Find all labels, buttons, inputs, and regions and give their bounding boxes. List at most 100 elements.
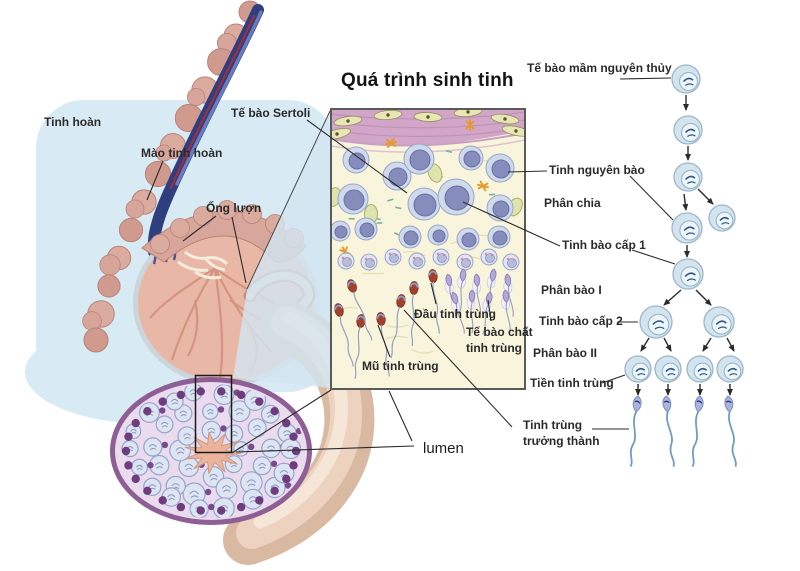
label-primary-spermatocyte: Tinh bào cấp 1 bbox=[562, 238, 646, 252]
tubule-cell bbox=[131, 458, 154, 476]
panel-sperm bbox=[428, 269, 440, 334]
flow-germ-cell bbox=[671, 212, 703, 244]
elongating-spermatid bbox=[472, 273, 482, 317]
flow-germ-cell bbox=[673, 115, 703, 145]
peripheral-nucleus-dot bbox=[121, 446, 131, 456]
epididymis-lump bbox=[118, 217, 144, 243]
elongating-spermatid bbox=[451, 291, 465, 334]
sperm-cytoplasm-pointer bbox=[487, 299, 492, 322]
tubule-cell bbox=[177, 426, 197, 446]
peripheral-nucleus-dot bbox=[255, 397, 264, 406]
spermatid-cell bbox=[456, 253, 474, 271]
tubule-pointer-a bbox=[182, 215, 217, 242]
epididymis-lump bbox=[97, 274, 121, 298]
peripheral-nucleus-dot bbox=[124, 432, 133, 441]
spermatocyte1-pointer-right bbox=[631, 249, 676, 265]
spermatid-cell bbox=[337, 252, 355, 270]
label-epididymis: Mào tinh hoàn bbox=[141, 146, 223, 160]
epididymis-pointer bbox=[146, 160, 164, 201]
germinal-cell bbox=[458, 145, 484, 171]
peripheral-nucleus-dot bbox=[131, 474, 140, 484]
histology-panel bbox=[330, 108, 526, 390]
myoid-cell bbox=[490, 113, 520, 125]
tubule-pointer-b bbox=[231, 216, 247, 284]
spermatid-cell bbox=[384, 248, 402, 266]
germinal-cell bbox=[331, 220, 351, 242]
label-sperm-head: Đầu tinh trùng bbox=[414, 307, 496, 321]
sperm-cap-pointer bbox=[377, 324, 391, 358]
sperm-head-pointer bbox=[430, 282, 437, 305]
peripheral-nucleus-dot bbox=[158, 496, 167, 505]
spermatogonium-pointer-right bbox=[629, 175, 674, 221]
peripheral-nucleus-dot bbox=[158, 397, 167, 406]
label-spermatogonium: Tinh nguyên bào bbox=[549, 163, 645, 177]
myoid-cell bbox=[333, 115, 363, 127]
germinal-cell bbox=[407, 187, 441, 221]
flow-germ-cell bbox=[716, 355, 744, 383]
mature-sperm-pointer-left bbox=[403, 309, 513, 428]
spermatid-cell bbox=[480, 248, 498, 266]
label-primordial-germ-cell: Tế bào mầm nguyên thủy bbox=[527, 61, 672, 75]
flow-germ-cell bbox=[624, 355, 652, 383]
flow-germ-cell bbox=[672, 258, 704, 290]
spermatid-cell bbox=[502, 253, 520, 271]
interstitial-clump bbox=[477, 180, 489, 192]
connector-lines bbox=[146, 77, 676, 454]
peripheral-nucleus-dot bbox=[291, 446, 301, 456]
peripheral-nucleus-dot bbox=[282, 474, 291, 484]
flow-arrow bbox=[726, 337, 735, 352]
tubule-cross-section bbox=[110, 374, 312, 525]
flow-germ-cell bbox=[673, 162, 703, 192]
spermatid-cell bbox=[360, 253, 378, 271]
elongating-spermatid bbox=[466, 289, 476, 334]
spermatocyte1-pointer-left bbox=[462, 201, 561, 247]
flow-germ-cell bbox=[703, 306, 735, 338]
label-sperm-cap: Mũ tinh trùng bbox=[362, 359, 439, 373]
tubule-cell bbox=[224, 424, 244, 443]
tubule-cell bbox=[155, 415, 174, 434]
peripheral-nucleus-dot bbox=[282, 418, 291, 428]
sertoli-pointer bbox=[306, 119, 408, 194]
label-seminiferous-tubule: Ống lượn bbox=[206, 201, 262, 215]
peripheral-nucleus-dot bbox=[217, 506, 226, 515]
germinal-cell bbox=[342, 146, 370, 174]
tubule-cell bbox=[252, 456, 278, 476]
spermatid-cell bbox=[432, 248, 450, 266]
germinal-cell bbox=[354, 217, 378, 241]
label-meiosis-1: Phân bào I bbox=[541, 283, 602, 297]
flow-arrow bbox=[702, 337, 712, 352]
germinal-cell bbox=[437, 178, 475, 216]
epididymis-lump bbox=[83, 327, 109, 353]
flow-germ-cell bbox=[671, 64, 701, 94]
germinal-cell bbox=[427, 224, 449, 246]
mature-sperm bbox=[691, 395, 704, 468]
lumen-pointer-a bbox=[235, 445, 415, 453]
panel-sperm bbox=[334, 303, 354, 367]
label-spermatid: Tiền tinh trùng bbox=[530, 376, 614, 390]
flow-germ-cell bbox=[654, 355, 682, 383]
peripheral-nucleus-dot bbox=[143, 407, 152, 416]
label-sertoli-cell: Tế bào Sertoli bbox=[231, 106, 311, 120]
interstitial-clump bbox=[465, 118, 475, 132]
myoid-cell bbox=[331, 128, 352, 140]
peripheral-nucleus-dot bbox=[176, 502, 186, 512]
peripheral-nucleus-dot bbox=[255, 496, 264, 505]
spermatic-cord bbox=[147, 4, 264, 258]
panel-sperm bbox=[376, 312, 390, 377]
peripheral-nucleus-dot bbox=[217, 387, 226, 396]
germinal-cell bbox=[403, 143, 435, 175]
panel-sperm bbox=[409, 281, 419, 347]
interstitial-clump bbox=[385, 138, 397, 148]
peripheral-nucleus-dot bbox=[236, 390, 246, 400]
mature-sperm bbox=[662, 395, 675, 467]
tubule-cell bbox=[143, 437, 169, 457]
spermatogonium-pointer-left bbox=[507, 170, 548, 173]
label-lumen: lumen bbox=[423, 440, 464, 457]
germinal-cell bbox=[456, 227, 480, 251]
flow-arrow bbox=[682, 193, 689, 211]
spermatogenesis-flowchart bbox=[624, 64, 744, 468]
flow-germ-cell bbox=[686, 355, 714, 383]
peripheral-nucleus-dot bbox=[270, 407, 279, 416]
